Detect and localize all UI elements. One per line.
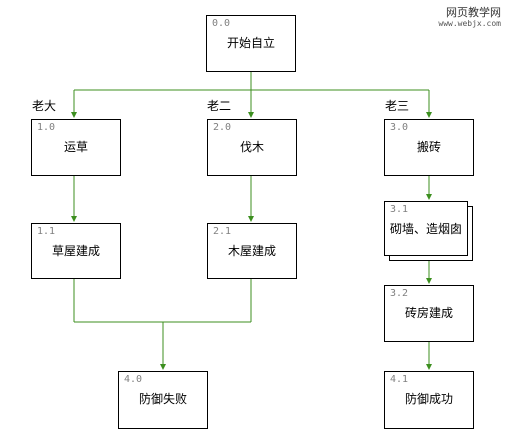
watermark: 网页教学网 www.webjx.com <box>438 6 501 28</box>
node-1-1: 1.1 草屋建成 <box>31 223 121 279</box>
node-number: 1.0 <box>37 122 56 133</box>
node-label: 木屋建成 <box>227 244 276 258</box>
node-label: 搬砖 <box>416 140 441 154</box>
node-3-0: 3.0 搬砖 <box>384 119 474 176</box>
node-number: 3.0 <box>390 122 409 133</box>
node-label: 砌墙、造烟囱 <box>389 222 462 236</box>
group-label-second: 老二 <box>207 99 232 113</box>
node-2-1: 2.1 木屋建成 <box>207 223 297 279</box>
node-number: 2.0 <box>213 122 232 133</box>
node-number: 3.2 <box>390 288 409 299</box>
node-1-0: 1.0 运草 <box>31 119 121 176</box>
connector-lines <box>71 72 432 370</box>
node-label: 运草 <box>63 140 88 154</box>
watermark-title: 网页教学网 <box>446 6 501 19</box>
node-number: 2.1 <box>213 226 232 237</box>
node-label: 开始自立 <box>226 36 275 50</box>
node-3-2: 3.2 砖房建成 <box>384 285 474 342</box>
node-4-0: 4.0 防御失败 <box>118 371 208 429</box>
node-label: 伐木 <box>239 140 264 154</box>
node-number: 3.1 <box>390 204 409 215</box>
node-2-0: 2.0 伐木 <box>207 119 297 176</box>
node-label: 砖房建成 <box>404 306 453 320</box>
node-3-1: 3.1 砌墙、造烟囱 <box>384 201 468 256</box>
node-label: 防御失败 <box>138 392 187 406</box>
watermark-url: www.webjx.com <box>438 19 501 28</box>
node-label: 草屋建成 <box>51 244 100 258</box>
node-4-1: 4.1 防御成功 <box>384 371 474 429</box>
node-number: 1.1 <box>37 226 56 237</box>
group-label-eldest: 老大 <box>32 99 57 113</box>
node-0-0: 0.0 开始自立 <box>206 15 296 72</box>
node-label: 防御成功 <box>404 392 453 406</box>
node-number: 0.0 <box>212 18 231 29</box>
node-number: 4.0 <box>124 374 143 385</box>
node-number: 4.1 <box>390 374 409 385</box>
group-label-third: 老三 <box>385 99 410 113</box>
